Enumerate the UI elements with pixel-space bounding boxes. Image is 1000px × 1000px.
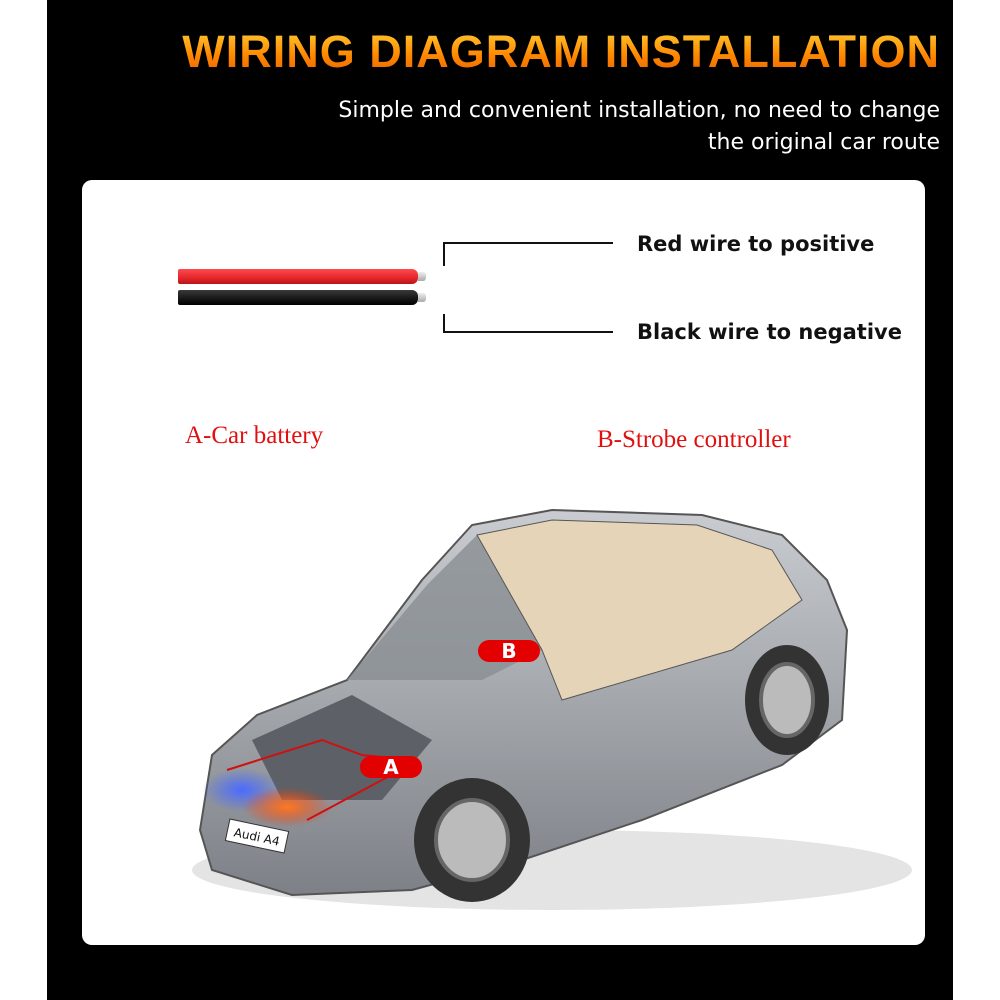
- subtitle-line-2: the original car route: [707, 130, 940, 155]
- subtitle-line-1: Simple and convenient installation, no n…: [338, 98, 940, 123]
- red-wire-label: Red wire to positive: [637, 232, 875, 256]
- red-wire: [178, 269, 418, 284]
- red-leader-vertical: [443, 242, 445, 266]
- black-leader-vertical: [443, 314, 445, 332]
- badge-a: A: [360, 756, 422, 778]
- black-leader-horizontal: [443, 331, 613, 333]
- diagram-card: Red wire to positive Black wire to negat…: [82, 180, 925, 945]
- red-leader-horizontal: [443, 242, 613, 244]
- car-interior: [476, 519, 803, 701]
- label-car-battery: A-Car battery: [185, 422, 324, 449]
- label-strobe-controller: B-Strobe controller: [597, 426, 791, 453]
- license-plate: [224, 818, 290, 854]
- black-wire-tip: [418, 293, 426, 302]
- page-title: WIRING DIAGRAM INSTALLATION: [182, 26, 940, 77]
- black-wire: [178, 290, 418, 305]
- car-illustration: Audi A4: [192, 508, 912, 910]
- red-wire-tip: [418, 272, 426, 281]
- orange-strobe-light: [242, 787, 332, 827]
- badge-b: B: [478, 640, 540, 662]
- black-wire-label: Black wire to negative: [637, 320, 902, 344]
